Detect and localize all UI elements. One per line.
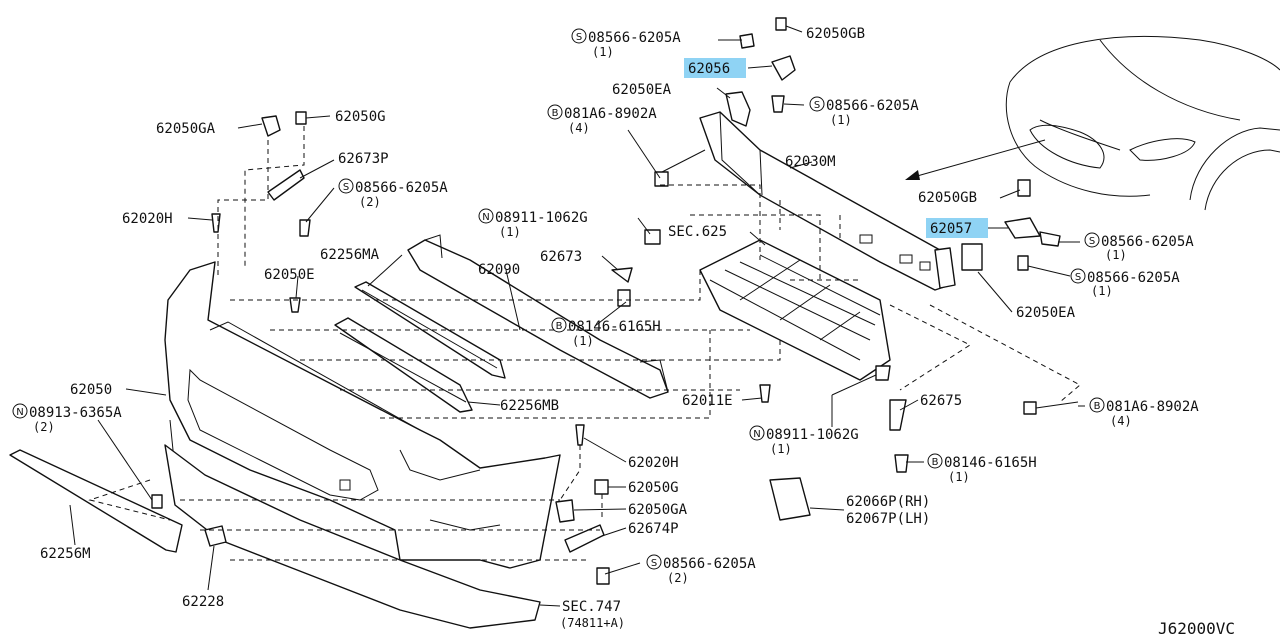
part-label: 62673P (338, 151, 389, 167)
svg-text:(1): (1) (770, 442, 792, 456)
part-label: B 081A6-8902A (4) (1089, 397, 1199, 428)
part-label: 62050G (628, 480, 679, 496)
part-label: SEC.747 (74811+A) (560, 599, 625, 630)
part-label: 62050EA (612, 82, 672, 98)
svg-text:(1): (1) (592, 45, 614, 59)
part-label: 62050EA (1016, 305, 1076, 321)
part-label: 62050GA (156, 121, 216, 137)
part-label: 62673 (540, 249, 582, 265)
part-label: 62674P (628, 521, 679, 537)
svg-text:08913-6365A: 08913-6365A (29, 405, 122, 421)
svg-text:S: S (1089, 236, 1095, 247)
svg-text:(2): (2) (667, 571, 689, 585)
car-outline-illustration (905, 35, 1280, 211)
part-label-highlighted: 62056 (684, 58, 746, 78)
svg-text:08146-6165H: 08146-6165H (944, 455, 1037, 471)
part-label: B 08146-6165H (1) (927, 453, 1037, 484)
part-label: 62020H (628, 455, 679, 471)
svg-text:08911-1062G: 08911-1062G (766, 427, 859, 443)
part-label: 62050E (264, 267, 315, 283)
svg-text:08911-1062G: 08911-1062G (495, 210, 588, 226)
part-label: 62066P(RH) (846, 494, 930, 510)
svg-text:N: N (753, 429, 760, 440)
svg-text:081A6-8902A: 081A6-8902A (1106, 399, 1199, 415)
svg-text:(1): (1) (830, 113, 852, 127)
bumper-reinforcement-beam (699, 91, 956, 291)
svg-text:N: N (482, 212, 489, 223)
svg-text:08566-6205A: 08566-6205A (1087, 270, 1180, 286)
svg-text:S: S (343, 182, 349, 193)
svg-text:S: S (1075, 272, 1081, 283)
part-label: 62256MB (500, 398, 559, 414)
svg-text:B: B (1094, 401, 1101, 412)
svg-text:08566-6205A: 08566-6205A (826, 98, 919, 114)
svg-text:08146-6165H: 08146-6165H (568, 319, 661, 335)
svg-text:B: B (552, 108, 559, 119)
svg-text:S: S (576, 32, 582, 43)
svg-text:SEC.747: SEC.747 (562, 599, 621, 615)
svg-text:(1): (1) (948, 470, 970, 484)
svg-text:S: S (814, 100, 820, 111)
svg-text:B: B (932, 457, 939, 468)
part-label: N 08911-1062G (1) (478, 208, 588, 239)
svg-text:08566-6205A: 08566-6205A (355, 180, 448, 196)
part-label: N 08911-1062G (1) (749, 425, 859, 456)
part-labels: S 08566-6205A (1) 62050GB 62056 62050EA … (12, 26, 1199, 630)
part-label: B 081A6-8902A (4) (547, 104, 657, 135)
svg-text:081A6-8902A: 081A6-8902A (564, 106, 657, 122)
brackets-and-clips (151, 17, 1079, 585)
energy-absorber (407, 234, 669, 399)
svg-text:(1): (1) (499, 225, 521, 239)
part-label: 62067P(LH) (846, 511, 930, 527)
side-moulding-strip (9, 449, 183, 553)
part-label: 62090 (478, 262, 520, 278)
part-label: 62050G (335, 109, 386, 125)
svg-text:(1): (1) (1105, 248, 1127, 262)
part-label: 62030M (785, 154, 836, 170)
part-label: SEC.625 (668, 224, 727, 240)
svg-text:N: N (16, 407, 23, 418)
diagram-code: J62000VC (1158, 619, 1235, 638)
part-label: S 08566-6205A (1) (1084, 232, 1194, 262)
part-label: 62228 (182, 594, 224, 610)
part-label: 62011E (682, 393, 733, 409)
assembly-dashed-lines (88, 126, 1081, 561)
svg-text:(4): (4) (568, 121, 590, 135)
part-label: 62256MA (320, 247, 380, 263)
part-label: B 08146-6165H (1) (551, 317, 661, 348)
svg-text:62057: 62057 (930, 221, 972, 237)
part-label: S 08566-6205A (1) (571, 28, 681, 59)
part-label: 62256M (40, 546, 91, 562)
part-label: S 08566-6205A (2) (338, 178, 448, 209)
part-label: 62020H (122, 211, 173, 227)
part-label: 62050GB (806, 26, 865, 42)
part-label-highlighted: 62057 (926, 218, 988, 238)
svg-text:(2): (2) (359, 195, 381, 209)
svg-text:08566-6205A: 08566-6205A (663, 556, 756, 572)
part-label: 62050GA (628, 502, 688, 518)
svg-text:(74811+A): (74811+A) (560, 616, 625, 630)
svg-text:(1): (1) (1091, 284, 1113, 298)
svg-text:B: B (556, 321, 563, 332)
svg-text:S: S (651, 558, 657, 569)
svg-text:08566-6205A: 08566-6205A (588, 30, 681, 46)
under-cover-assembly (699, 239, 891, 381)
part-label: S 08566-6205A (2) (646, 554, 756, 585)
svg-text:08566-6205A: 08566-6205A (1101, 234, 1194, 250)
svg-text:(2): (2) (33, 420, 55, 434)
svg-text:(4): (4) (1110, 414, 1132, 428)
svg-text:(1): (1) (572, 334, 594, 348)
svg-text:62056: 62056 (688, 61, 730, 77)
part-label: S 08566-6205A (1) (809, 96, 919, 127)
part-label: 62675 (920, 393, 962, 409)
part-label: 62050 (70, 382, 112, 398)
part-label: 62050GB (918, 190, 977, 206)
part-label: N 08913-6365A (2) (12, 403, 122, 434)
part-label: S 08566-6205A (1) (1070, 268, 1180, 298)
front-grilles (334, 281, 506, 413)
leader-lines (69, 25, 1085, 607)
